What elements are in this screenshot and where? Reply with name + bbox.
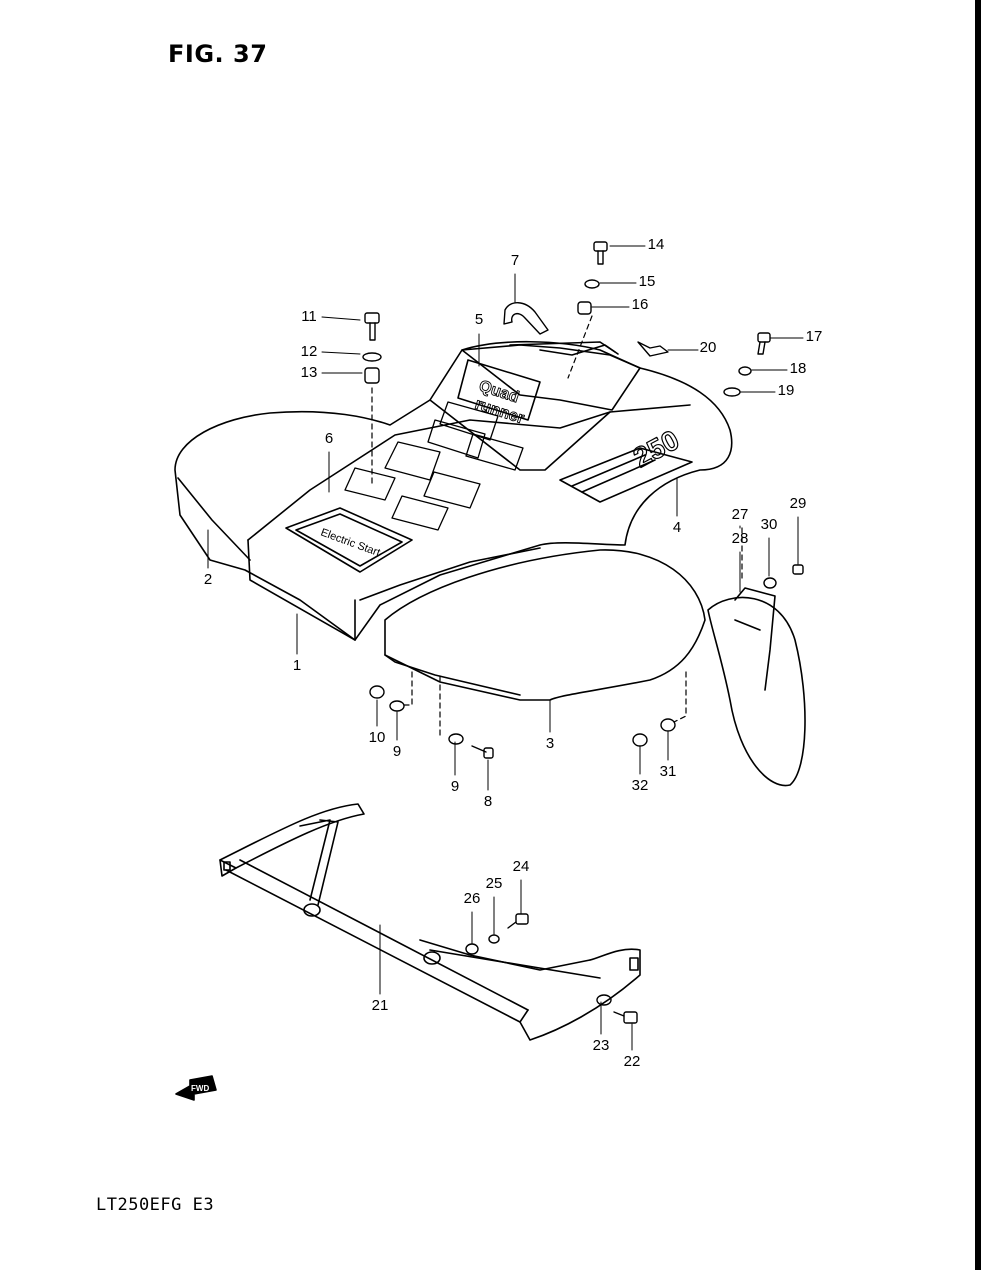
rear-fender-body [174, 340, 733, 641]
part-number-28: 28 [732, 530, 749, 547]
part-number-16: 16 [632, 296, 649, 313]
locator-lines [371, 315, 743, 736]
part-number-27: 27 [732, 506, 749, 523]
part-number-31: 31 [660, 763, 677, 780]
part-number-3: 3 [546, 735, 554, 752]
fwd-arrow: FWD [175, 1075, 217, 1101]
part-number-17: 17 [806, 328, 823, 345]
leader-line-12 [321, 351, 361, 355]
part-number-23: 23 [593, 1037, 610, 1054]
part-number-15: 15 [639, 273, 656, 290]
part-number-9: 9 [393, 743, 401, 760]
part-number-26: 26 [464, 890, 481, 907]
side-fender-shell [384, 549, 706, 701]
figure-title: FIG. 37 [168, 40, 268, 68]
part-number-6: 6 [325, 430, 333, 447]
part-number-9: 9 [451, 778, 459, 795]
part-number-14: 14 [648, 236, 665, 253]
part-number-4: 4 [673, 519, 681, 536]
mudflap [707, 587, 806, 787]
part-number-12: 12 [301, 343, 318, 360]
part-number-18: 18 [790, 360, 807, 377]
quadrunner-decal: Quad runner [457, 359, 541, 428]
part-number-21: 21 [372, 997, 389, 1014]
svg-text:Electric Start: Electric Start [319, 527, 382, 560]
part-callouts: 1234567899101112131415161718192021222324… [204, 236, 823, 1070]
part-number-19: 19 [778, 382, 795, 399]
part-number-25: 25 [486, 875, 503, 892]
seat-recess [461, 341, 641, 411]
part-number-7: 7 [511, 252, 519, 269]
page-edge-bar [975, 0, 981, 1270]
part-number-32: 32 [632, 777, 649, 794]
part-number-22: 22 [624, 1053, 641, 1070]
part-number-8: 8 [484, 793, 492, 810]
leader-line-11 [321, 316, 361, 321]
part-number-10: 10 [369, 729, 386, 746]
model-code: LT250EFG E3 [96, 1195, 215, 1215]
part-number-29: 29 [790, 495, 807, 512]
250-decal: 250 [559, 423, 693, 503]
fender-brace [219, 803, 641, 1041]
part-number-24: 24 [513, 858, 530, 875]
fender-rack-slots [344, 401, 524, 531]
part-number-11: 11 [301, 308, 317, 325]
part-number-13: 13 [301, 364, 318, 381]
part-number-30: 30 [761, 516, 778, 533]
hardware-parts [362, 241, 804, 1024]
svg-text:250: 250 [628, 424, 684, 473]
part-number-2: 2 [204, 571, 212, 588]
fwd-label: FWD [191, 1084, 209, 1093]
part-number-1: 1 [293, 657, 301, 674]
warning-decal: Electric Start [285, 507, 413, 573]
part-number-20: 20 [700, 339, 717, 356]
part-number-5: 5 [475, 311, 483, 328]
